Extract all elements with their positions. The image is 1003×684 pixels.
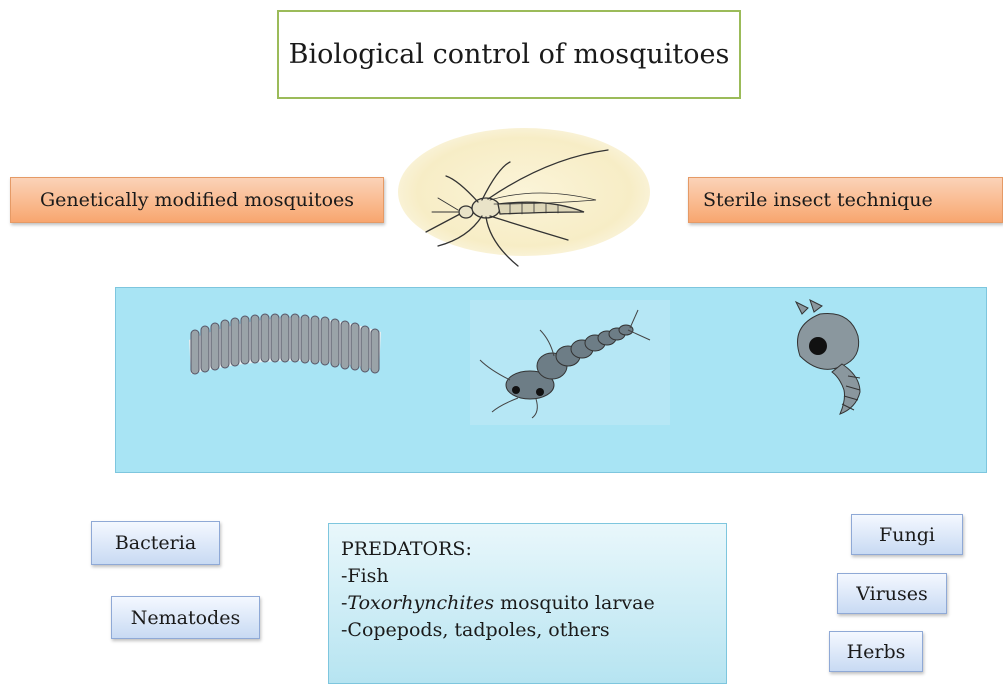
predator-item-toxorhynchites: -Toxorhynchites mosquito larvae <box>341 590 726 617</box>
predators-heading: PREDATORS: <box>341 536 726 563</box>
predator-item-fish: -Fish <box>341 563 726 590</box>
toxorhynchites-genus: Toxorhynchites <box>347 592 494 614</box>
viruses-box: Viruses <box>837 573 947 614</box>
egg-raft-illustration <box>185 300 385 382</box>
genetically-modified-mosquitoes-box: Genetically modified mosquitoes <box>10 177 384 223</box>
fungi-box: Fungi <box>851 514 963 555</box>
herbs-box: Herbs <box>829 631 923 672</box>
pupa-illustration <box>780 296 890 428</box>
bacteria-box: Bacteria <box>91 521 220 565</box>
toxorhynchites-rest: mosquito larvae <box>494 592 655 614</box>
nematodes-box: Nematodes <box>111 596 260 639</box>
larva-illustration <box>470 300 670 425</box>
predator-item-others: -Copepods, tadpoles, others <box>341 617 726 644</box>
predators-box: PREDATORS: -Fish -Toxorhynchites mosquit… <box>328 523 727 684</box>
adult-mosquito-illustration <box>398 128 650 268</box>
diagram-title: Biological control of mosquitoes <box>277 10 741 99</box>
sterile-insect-technique-box: Sterile insect technique <box>688 177 1003 223</box>
